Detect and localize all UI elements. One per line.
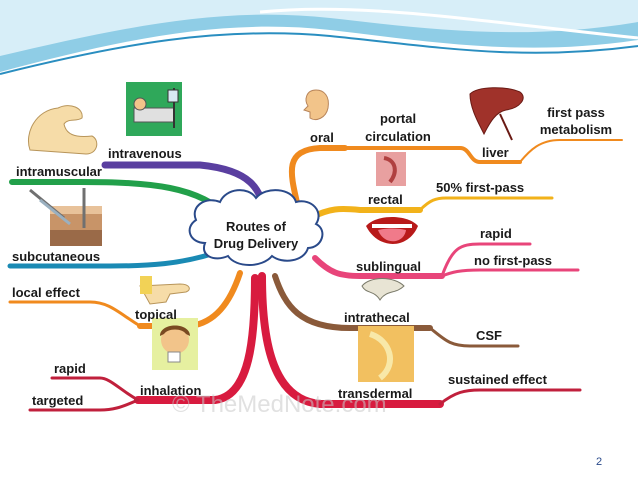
label-rapid-subl: rapid xyxy=(480,226,512,241)
label-firstpass-line1: first pass xyxy=(547,105,605,120)
label-portal-line1: portal xyxy=(380,111,416,126)
vertebra-icon xyxy=(361,278,405,301)
branch-local-effect xyxy=(8,300,142,328)
label-rectal: rectal xyxy=(368,192,403,207)
branch-sublingual xyxy=(312,255,445,279)
liver-icon xyxy=(469,87,524,141)
header-banner xyxy=(0,0,638,80)
label-transdermal: transdermal xyxy=(338,386,412,401)
label-oral: oral xyxy=(310,130,334,145)
label-intravenous: intravenous xyxy=(108,146,182,161)
branch-intrathecal xyxy=(272,273,433,331)
label-subcutaneous: subcutaneous xyxy=(12,249,100,264)
skin-patch-icon xyxy=(358,326,414,382)
branch-inhalation xyxy=(134,274,259,404)
mind-map: © TheMedNote.com Routes of Drug Delivery xyxy=(6,78,623,423)
label-portal-line2: circulation xyxy=(365,129,431,144)
branch-nofirstpass xyxy=(440,268,580,278)
label-targeted: targeted xyxy=(32,393,83,408)
hand-icon xyxy=(139,276,190,305)
branch-sustained xyxy=(438,388,582,406)
branch-firstpass xyxy=(519,139,623,163)
label-inhalation: inhalation xyxy=(140,383,201,398)
label-topical: topical xyxy=(135,307,177,322)
label-liver: liver xyxy=(482,145,509,160)
label-rapid-inhal: rapid xyxy=(54,361,86,376)
branch-csf xyxy=(428,326,520,348)
mouth-tongue-icon xyxy=(366,217,418,244)
label-no-firstpass: no first-pass xyxy=(474,253,552,268)
label-sustained: sustained effect xyxy=(448,372,548,387)
inhaler-person-icon xyxy=(152,318,198,370)
label-intrathecal: intrathecal xyxy=(344,310,410,325)
branch-fifty xyxy=(418,196,554,212)
label-csf: CSF xyxy=(476,328,502,343)
branch-rapid-subl xyxy=(440,242,532,278)
iv-patient-icon xyxy=(126,82,182,136)
label-firstpass-line2: metabolism xyxy=(540,122,612,137)
face-profile-icon xyxy=(303,89,329,121)
syringe-skin-icon xyxy=(29,188,102,246)
center-title-line2: Drug Delivery xyxy=(214,236,299,251)
rectum-icon xyxy=(376,152,406,186)
center-node: Routes of Drug Delivery xyxy=(188,189,324,266)
branch-rapid-inhal xyxy=(50,376,140,402)
slide-number: 2 xyxy=(596,456,603,468)
flexed-arm-icon xyxy=(28,105,98,155)
watermark: © TheMedNote.com xyxy=(172,391,387,418)
branch-transdermal xyxy=(258,272,444,408)
label-sublingual: sublingual xyxy=(356,259,421,274)
branch-portal xyxy=(343,146,522,164)
branch-targeted xyxy=(28,398,140,412)
branch-subcutaneous xyxy=(7,250,218,269)
label-intramuscular: intramuscular xyxy=(16,164,102,179)
label-fifty-firstpass: 50% first-pass xyxy=(436,180,524,195)
center-title-line1: Routes of xyxy=(226,219,287,234)
label-local-effect: local effect xyxy=(12,285,81,300)
